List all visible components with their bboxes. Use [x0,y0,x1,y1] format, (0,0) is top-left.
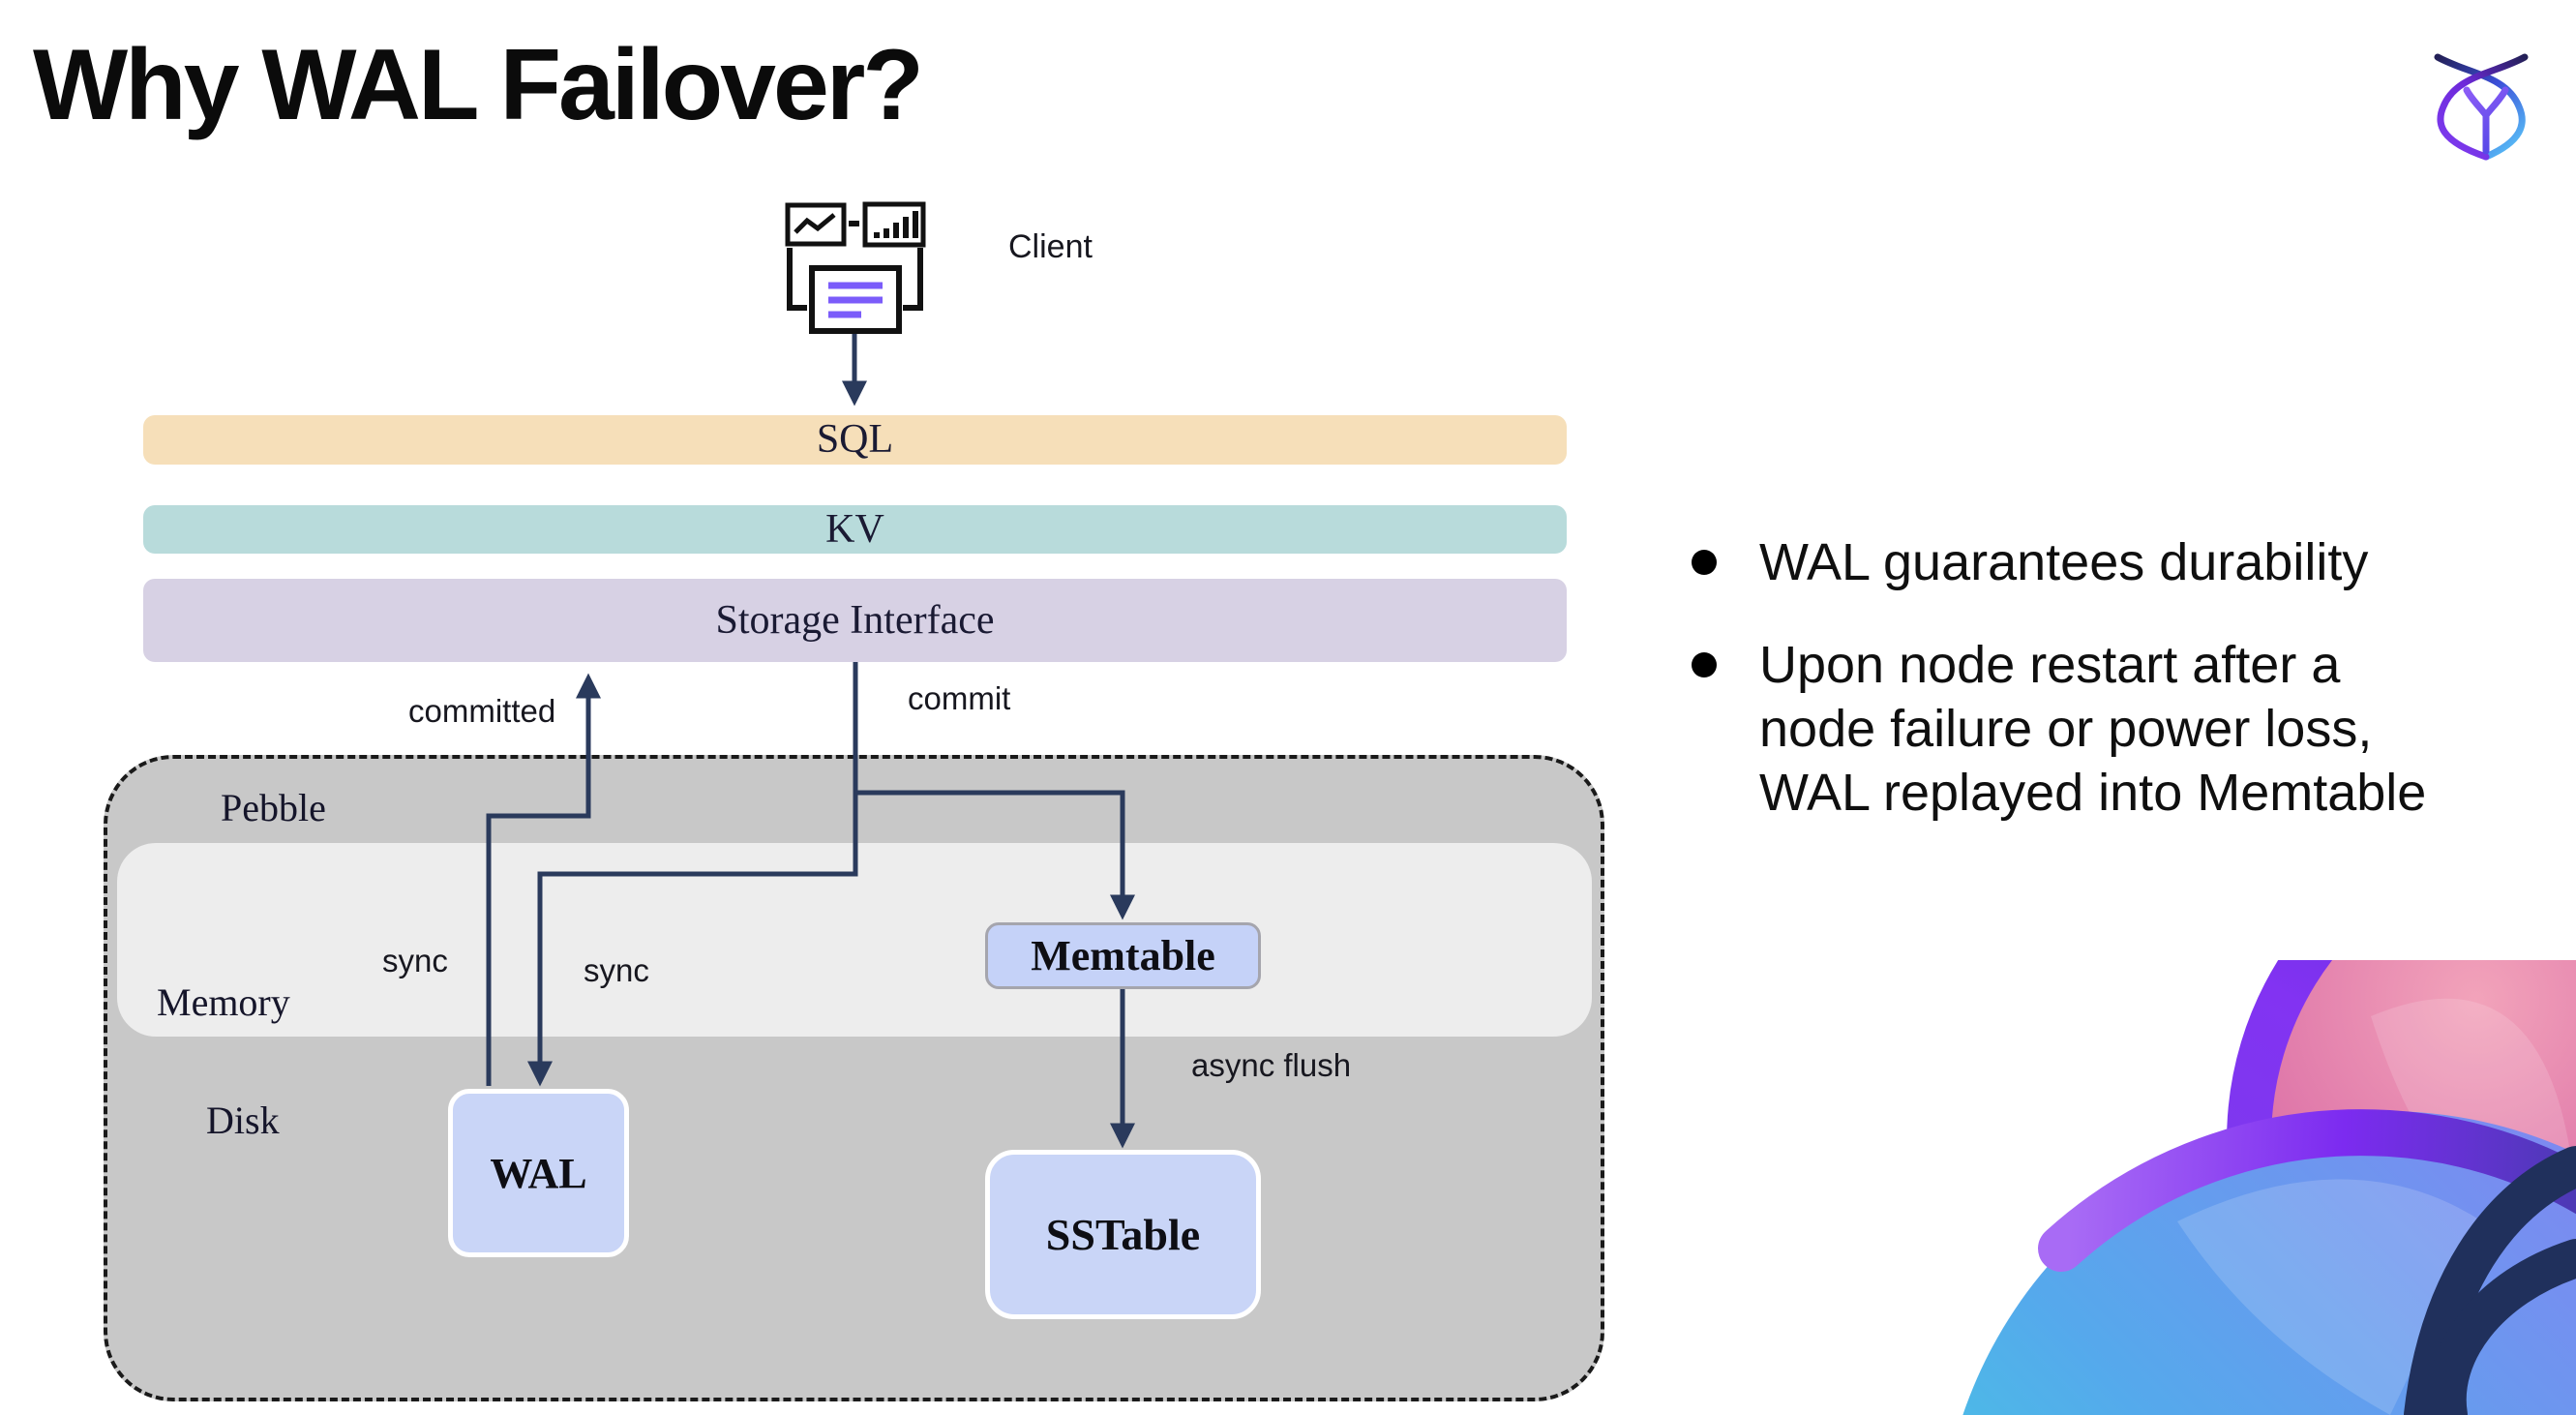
wal-node: WAL [448,1089,629,1257]
memory-label: Memory [157,980,290,1024]
layer-storage-interface: Storage Interface [143,579,1567,662]
client-label: Client [1008,228,1093,265]
bullet-line: WAL guarantees durability [1759,533,2369,591]
bracket-left [787,248,807,311]
bullet-item: Upon node restart after a node failure o… [1686,633,2557,825]
client-app-icon [785,201,926,334]
document-icon [809,265,902,334]
bullet-line: WAL replayed into Memtable [1759,764,2427,822]
edge-label-sync-right: sync [584,952,649,988]
cockroachdb-brand-graphic [1962,960,2576,1415]
bullet-list: WAL guarantees durability Upon node rest… [1686,530,2557,863]
bullet-line: node failure or power loss, [1759,700,2373,758]
layer-kv: KV [143,505,1567,554]
edge-label-committed: committed [408,693,556,729]
bracket-right [903,248,923,311]
memory-band [117,843,1592,1037]
disk-label: Disk [206,1099,280,1142]
bullet-line: Upon node restart after a [1759,636,2341,694]
bullet-item: WAL guarantees durability [1686,530,2557,594]
layer-sql: SQL [143,415,1567,465]
pebble-label: Pebble [221,786,326,829]
sstable-node: SSTable [985,1150,1261,1319]
cockroachdb-logo-icon [2434,53,2529,161]
edge-label-async-flush: async flush [1191,1047,1352,1083]
page-title: Why WAL Failover? [33,29,924,141]
edge-label-commit: commit [908,680,1011,716]
edge-label-sync-left: sync [382,943,448,978]
memtable-node: Memtable [985,922,1261,989]
